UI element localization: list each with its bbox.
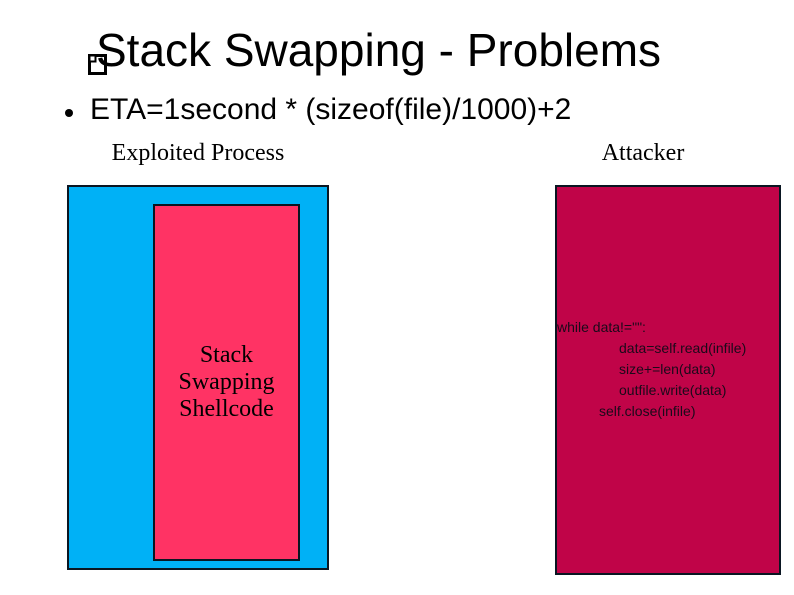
code-line: outfile.write(data) <box>619 382 727 398</box>
shellcode-box: Stack Swapping Shellcode <box>153 204 300 561</box>
code-line: while data!="": <box>557 319 646 335</box>
code-line: size+=len(data) <box>619 361 716 377</box>
missing-glyph-box-icon <box>88 52 107 75</box>
code-line: self.close(infile) <box>599 403 696 419</box>
shellcode-label: Stack Swapping Shellcode <box>178 342 275 422</box>
attacker-label: Attacker <box>601 140 685 166</box>
code-line: data=self.read(infile) <box>619 340 747 356</box>
slide-title: Stack Swapping - Problems <box>96 24 662 76</box>
exploited-process-label: Exploited Process <box>111 140 285 166</box>
attacker-box: while data!="": data=self.read(infile) s… <box>555 185 781 575</box>
bullet-dot-icon <box>65 109 73 117</box>
exploited-process-box: Stack Swapping Shellcode <box>67 185 329 570</box>
attacker-code-block: while data!="": data=self.read(infile) s… <box>557 317 779 422</box>
bullet-text: ETA=1second * (sizeof(file)/1000)+2 <box>90 93 572 126</box>
